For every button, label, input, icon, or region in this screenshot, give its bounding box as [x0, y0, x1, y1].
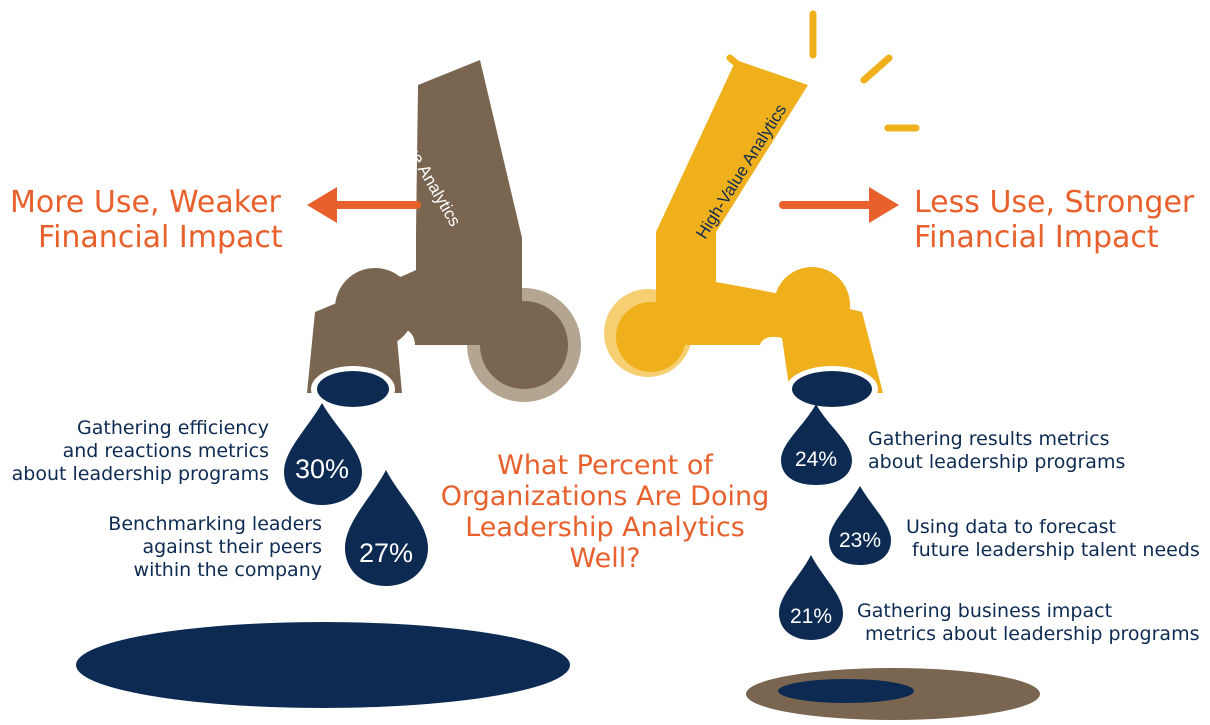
drop-label-line: about leadership programs — [868, 451, 1126, 473]
drop-percent: 24% — [795, 448, 837, 471]
drop-label-line: and reactions metrics — [62, 440, 269, 462]
center-question-line: Organizations Are Doing — [440, 481, 770, 512]
center-question-line: What Percent of — [497, 450, 713, 481]
drop-label-line: Gathering business impact — [857, 600, 1113, 622]
right-heading-line: Less Use, Stronger — [914, 185, 1195, 220]
low-value-faucet-elbow — [335, 268, 415, 348]
high-value-faucet-joint — [616, 302, 686, 372]
drop-icon: 30% — [284, 403, 362, 505]
drop-label-line: Benchmarking leaders — [108, 513, 322, 535]
right-heading: Less Use, Stronger Financial Impact — [914, 185, 1195, 255]
drop-label-line: Using data to forecast — [906, 516, 1117, 538]
drop-label-line: metrics about leadership programs — [865, 623, 1200, 645]
drop-icon: 23% — [829, 486, 891, 565]
low-value-puddle — [76, 622, 570, 708]
low-value-faucet-joint — [480, 301, 568, 389]
drop-percent: 23% — [839, 529, 881, 552]
drop-icon: 24% — [781, 404, 852, 485]
center-question-line: Well? — [569, 543, 641, 574]
drop-icon: 27% — [345, 470, 428, 586]
drop-label-line: within the company — [133, 559, 322, 581]
right-heading-line: Financial Impact — [914, 219, 1159, 255]
center-question: What Percent of Organizations Are Doing … — [435, 450, 775, 574]
drop-percent: 21% — [790, 605, 832, 628]
high-value-drop-label: Gathering business impact metrics about … — [857, 600, 1199, 646]
left-arrow-icon — [307, 187, 421, 223]
drop-label-line: Gathering results metrics — [868, 428, 1110, 450]
drop-label-line: about leadership programs — [11, 463, 269, 485]
drop-percent: 30% — [295, 454, 349, 484]
drop-percent: 27% — [359, 538, 413, 568]
center-question-line: Leadership Analytics — [465, 512, 745, 543]
low-value-drop-label: Gathering efficiency and reactions metri… — [12, 417, 269, 486]
high-value-drop-label: Gathering results metrics about leadersh… — [868, 428, 1125, 474]
low-value-faucet-mouth — [317, 371, 389, 407]
high-value-faucet-elbow — [774, 267, 850, 343]
left-heading: More Use, Weaker Financial Impact — [10, 185, 283, 255]
high-value-faucet: High-Value Analytics — [604, 60, 883, 412]
drop-icon: 21% — [779, 555, 843, 640]
right-arrow-icon — [779, 187, 899, 223]
left-heading-line: More Use, Weaker — [10, 185, 281, 220]
drop-label-line: future leadership talent needs — [912, 539, 1200, 561]
drop-label-line: Gathering efficiency — [77, 417, 269, 439]
light-rays-icon — [726, 10, 920, 132]
low-value-drop-label: Benchmarking leaders against their peers… — [108, 513, 322, 582]
high-value-puddle-inner — [778, 679, 914, 703]
high-value-drop-label: Using data to forecast future leadership… — [906, 516, 1200, 562]
left-heading-line: Financial Impact — [38, 219, 283, 255]
low-value-faucet: Low-Value Analytics — [307, 60, 581, 412]
high-value-faucet-mouth — [792, 371, 872, 407]
drop-label-line: against their peers — [142, 536, 322, 558]
